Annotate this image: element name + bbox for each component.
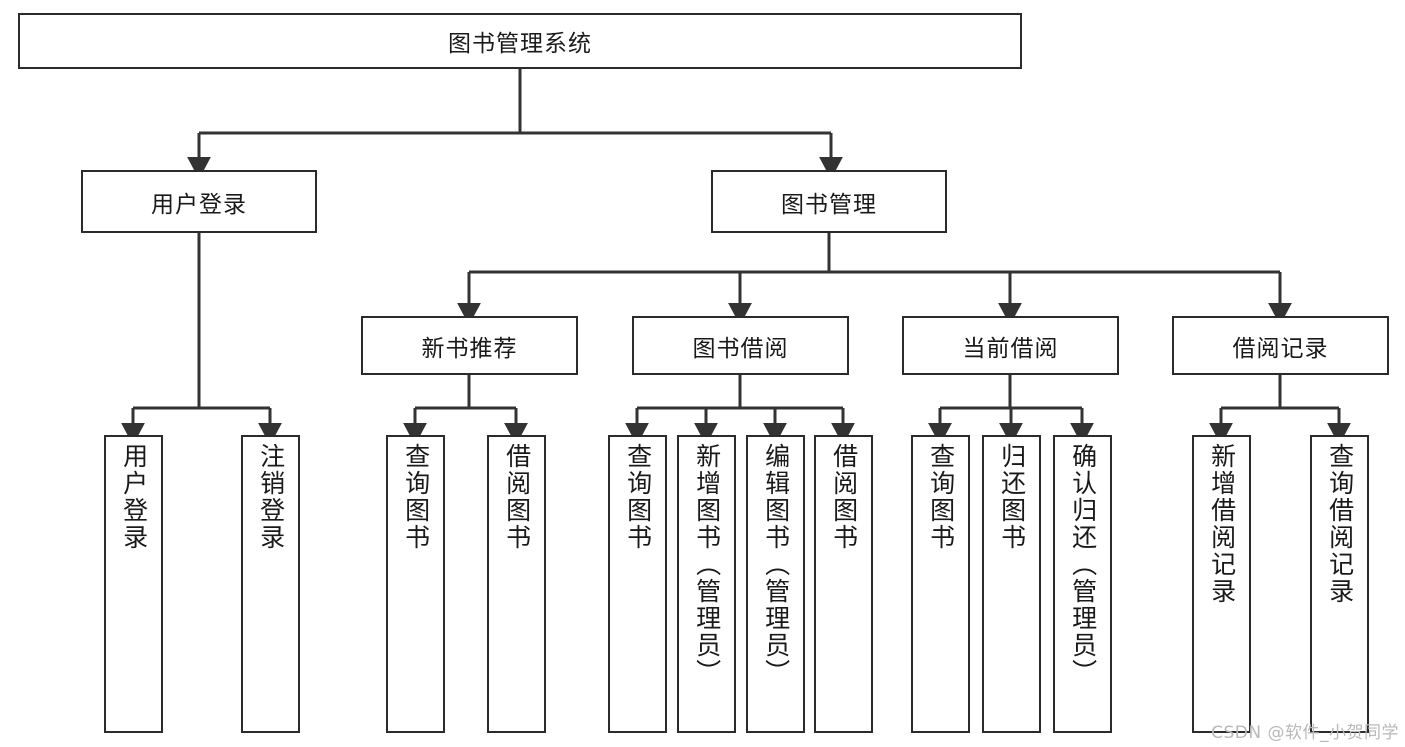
node-book-manage[interactable]: 图书管理 xyxy=(711,170,947,233)
node-root-system[interactable]: 图书管理系统 xyxy=(18,13,1022,69)
node-leaf-return-book-label: 归还图书 xyxy=(997,443,1027,551)
node-leaf-query-record-label: 查询借阅记录 xyxy=(1325,443,1355,605)
node-leaf-return-book[interactable]: 归还图书 xyxy=(982,435,1041,733)
node-leaf-edit-book[interactable]: 编辑图书（管理员） xyxy=(746,435,805,733)
node-leaf-borrow-book-1[interactable]: 借阅图书 xyxy=(487,435,546,733)
node-leaf-add-record[interactable]: 新增借阅记录 xyxy=(1192,435,1251,733)
node-leaf-query-record[interactable]: 查询借阅记录 xyxy=(1310,435,1369,733)
node-leaf-user-login[interactable]: 用户登录 xyxy=(104,435,163,733)
node-new-book-recommend-label: 新书推荐 xyxy=(421,335,518,362)
node-leaf-logout-label: 注销登录 xyxy=(256,443,286,551)
node-book-borrow-label: 图书借阅 xyxy=(692,335,789,362)
node-leaf-query-book-3-label: 查询图书 xyxy=(926,443,956,551)
node-leaf-logout[interactable]: 注销登录 xyxy=(241,435,300,733)
node-book-manage-label: 图书管理 xyxy=(781,191,877,218)
node-book-borrow[interactable]: 图书借阅 xyxy=(632,316,849,375)
node-borrow-record[interactable]: 借阅记录 xyxy=(1172,316,1389,375)
node-leaf-add-record-label: 新增借阅记录 xyxy=(1207,443,1237,605)
watermark-text: CSDN @软件_小贺同学 xyxy=(1211,723,1399,743)
node-leaf-query-book-3[interactable]: 查询图书 xyxy=(911,435,970,733)
node-leaf-confirm-return-label: 确认归还（管理员） xyxy=(1068,443,1098,686)
node-leaf-query-book-2[interactable]: 查询图书 xyxy=(608,435,667,733)
node-current-borrow-label: 当前借阅 xyxy=(962,335,1059,362)
node-new-book-recommend[interactable]: 新书推荐 xyxy=(361,316,578,375)
node-leaf-user-login-label: 用户登录 xyxy=(119,443,149,551)
node-leaf-add-book-label: 新增图书（管理员） xyxy=(692,443,722,686)
node-leaf-confirm-return[interactable]: 确认归还（管理员） xyxy=(1053,435,1112,733)
node-leaf-query-book-1[interactable]: 查询图书 xyxy=(386,435,445,733)
node-leaf-add-book[interactable]: 新增图书（管理员） xyxy=(677,435,736,733)
node-leaf-edit-book-label: 编辑图书（管理员） xyxy=(761,443,791,686)
node-leaf-borrow-book-2[interactable]: 借阅图书 xyxy=(814,435,873,733)
node-leaf-borrow-book-1-label: 借阅图书 xyxy=(502,443,532,551)
node-leaf-query-book-2-label: 查询图书 xyxy=(623,443,653,551)
node-current-borrow[interactable]: 当前借阅 xyxy=(902,316,1119,375)
node-root-label: 图书管理系统 xyxy=(448,31,592,57)
node-user-login-label: 用户登录 xyxy=(151,191,247,218)
node-user-login[interactable]: 用户登录 xyxy=(81,170,317,233)
node-borrow-record-label: 借阅记录 xyxy=(1232,335,1329,362)
node-leaf-borrow-book-2-label: 借阅图书 xyxy=(829,443,859,551)
node-leaf-query-book-1-label: 查询图书 xyxy=(401,443,431,551)
